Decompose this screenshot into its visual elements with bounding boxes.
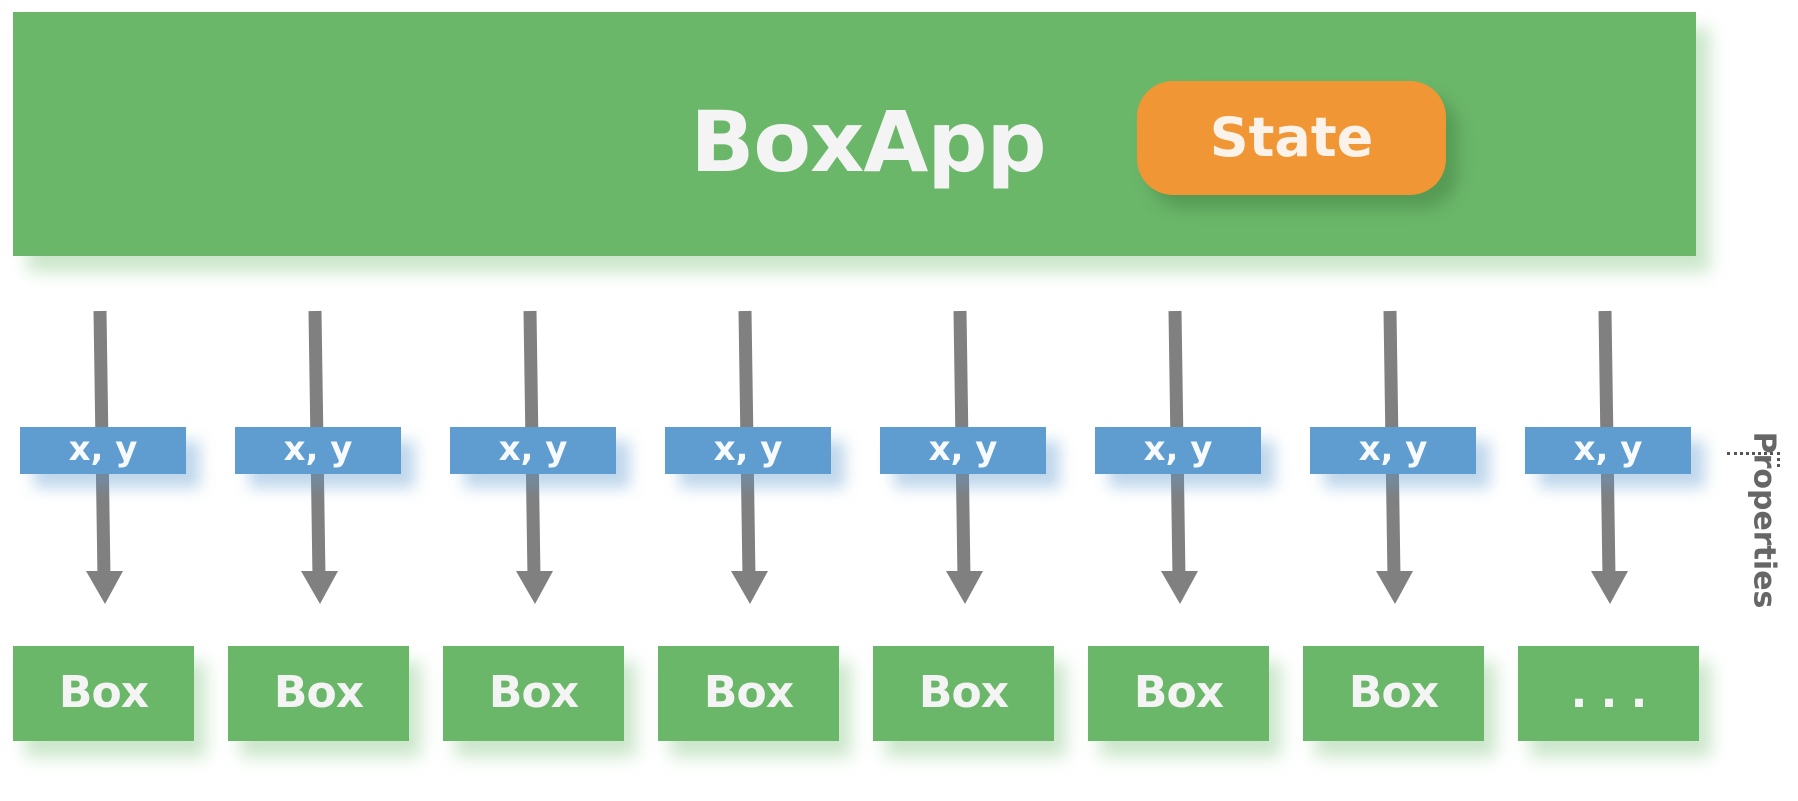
box-component: Box — [1088, 646, 1269, 741]
prop-label: x, y — [235, 427, 401, 474]
properties-label: Properties — [1746, 431, 1782, 609]
prop-label: x, y — [450, 427, 616, 474]
boxapp-title: BoxApp — [690, 93, 1046, 191]
box-component: Box — [228, 646, 409, 741]
box-component: Box — [658, 646, 839, 741]
boxapp-component: BoxApp State — [13, 12, 1696, 256]
box-component: Box — [443, 646, 624, 741]
box-component: Box — [13, 646, 194, 741]
box-component: Box — [873, 646, 1054, 741]
prop-label: x, y — [665, 427, 831, 474]
prop-label: x, y — [880, 427, 1046, 474]
properties-leader-line — [1727, 452, 1780, 467]
prop-label: x, y — [1310, 427, 1476, 474]
box-ellipsis: . . . — [1518, 646, 1699, 741]
prop-label: x, y — [20, 427, 186, 474]
prop-label: x, y — [1525, 427, 1691, 474]
state-pill: State — [1137, 81, 1446, 195]
box-component: Box — [1303, 646, 1484, 741]
prop-label: x, y — [1095, 427, 1261, 474]
